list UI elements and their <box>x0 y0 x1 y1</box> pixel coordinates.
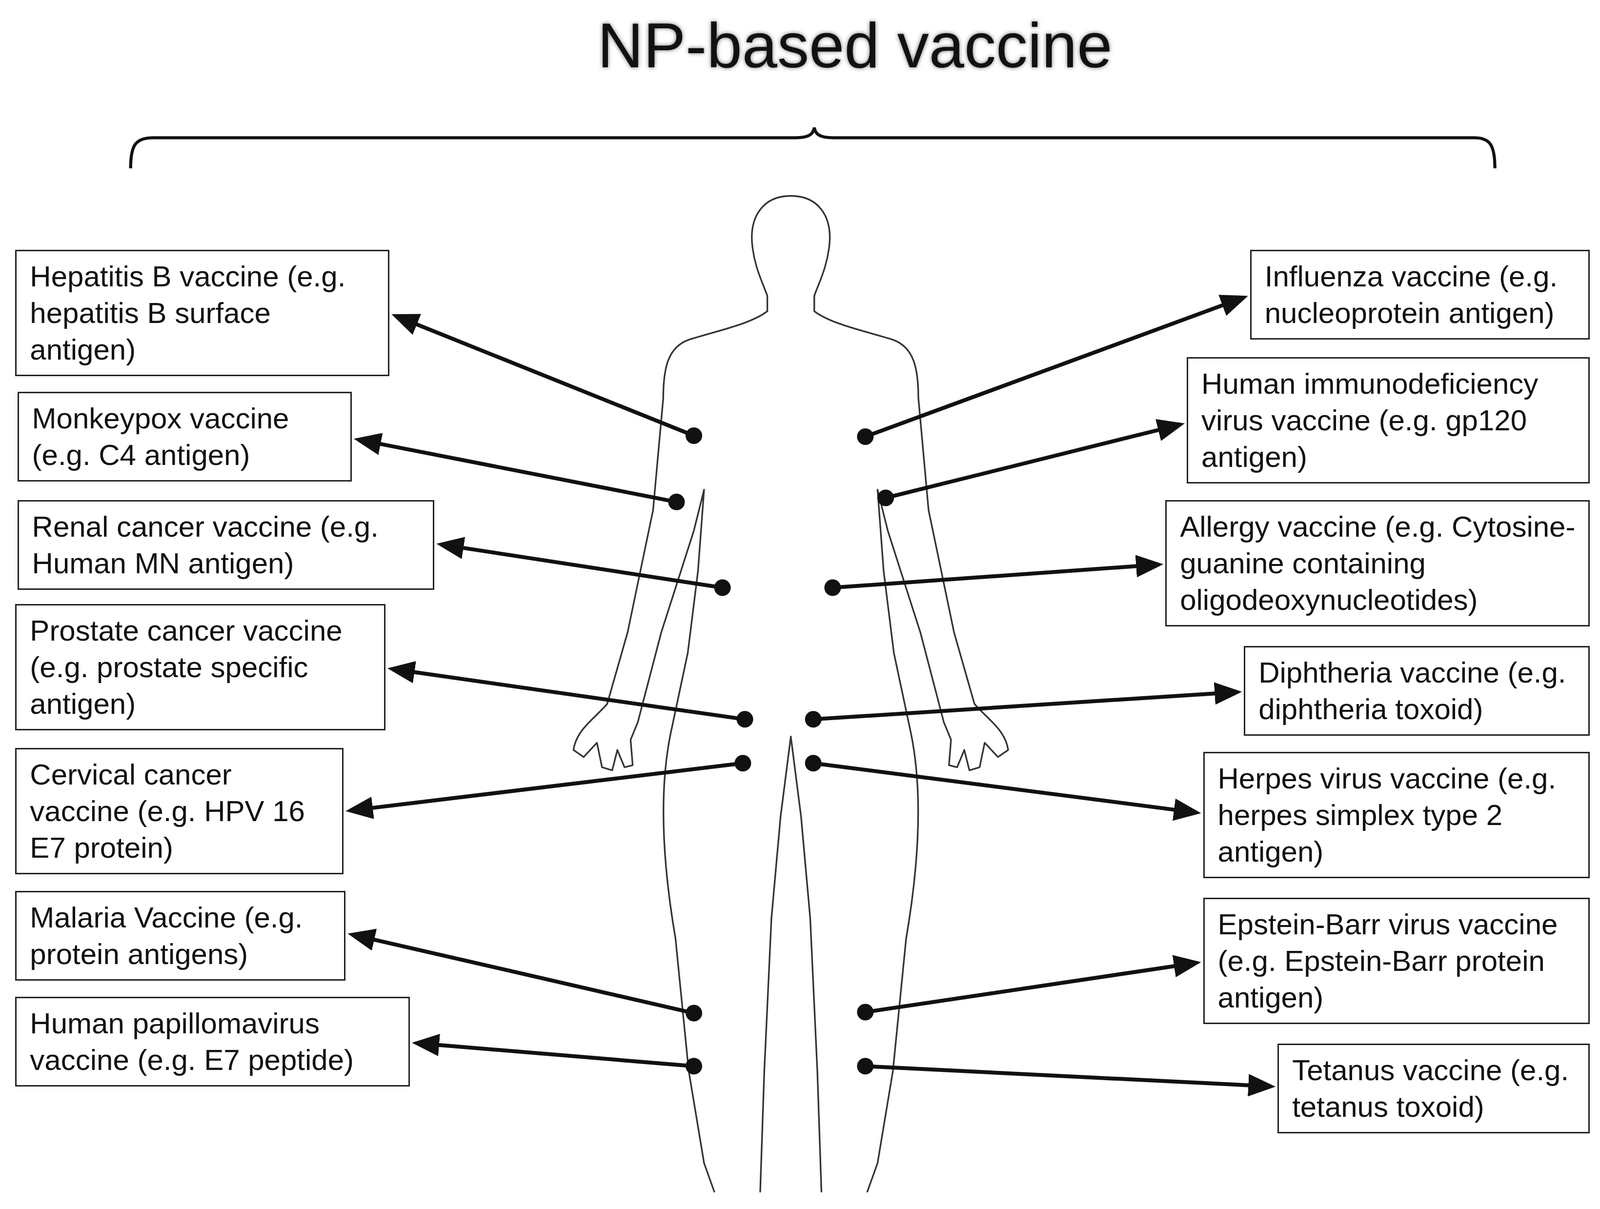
body-dot <box>734 754 751 772</box>
leader-arrow <box>402 670 746 720</box>
box-text: Epstein-Barr virus vaccine (e.g. Epstein… <box>1217 906 1583 1016</box>
leader-arrow <box>426 1044 694 1067</box>
vaccine-box: Hepatitis B vaccine (e.g. hepatitis B su… <box>15 249 390 377</box>
vaccine-box: Renal cancer vaccine (e.g. Human MN anti… <box>17 500 435 590</box>
box-text: Hepatitis B vaccine (e.g. hepatitis B su… <box>29 258 383 368</box>
body-dot <box>685 1057 703 1075</box>
body-dot <box>668 493 685 511</box>
box-text: Diphtheria vaccine (e.g. diphtheria toxo… <box>1258 654 1582 728</box>
vaccine-box: Herpes virus vaccine (e.g. herpes simple… <box>1203 751 1590 879</box>
leader-arrow <box>362 936 694 1013</box>
box-text: Human papillomavirus vaccine (e.g. E7 pe… <box>29 1005 403 1079</box>
leader-arrow <box>865 301 1235 437</box>
body-outline-right <box>790 196 1009 1193</box>
box-text: Renal cancer vaccine (e.g. Human MN anti… <box>32 508 428 582</box>
vaccine-box: Cervical cancer vaccine (e.g. HPV 16 E7 … <box>15 748 344 875</box>
body-dot <box>805 710 822 728</box>
box-text: Malaria Vaccine (e.g. protein antigens) <box>29 899 339 973</box>
box-text: Human immunodeficiency virus vaccine (e.… <box>1201 365 1583 476</box>
body-dot <box>714 579 731 597</box>
leader-arrow <box>405 319 694 436</box>
vaccine-box: Diphtheria vaccine (e.g. diphtheria toxo… <box>1243 646 1590 736</box>
arrow-layer <box>360 301 1261 1087</box>
body-dot <box>856 1003 874 1021</box>
body-dot <box>736 710 754 728</box>
leader-arrow <box>813 692 1228 720</box>
bracket <box>130 127 1496 169</box>
vaccine-box: Allergy vaccine (e.g. Cytosine-guanine c… <box>1165 500 1590 627</box>
leader-arrow <box>865 964 1187 1013</box>
body-dot <box>824 579 841 597</box>
box-text: Allergy vaccine (e.g. Cytosine-guanine c… <box>1179 508 1582 619</box>
body-outline-left <box>573 196 791 1193</box>
body-dot <box>856 1057 874 1075</box>
box-text: Monkeypox vaccine (e.g. C4 antigen) <box>32 400 345 474</box>
vaccine-box: Tetanus vaccine (e.g. tetanus toxoid) <box>1277 1043 1590 1134</box>
body-dot <box>877 489 894 507</box>
leader-arrow <box>450 546 723 588</box>
box-text: Herpes virus vaccine (e.g. herpes simple… <box>1217 760 1583 871</box>
leader-arrow <box>885 426 1171 498</box>
leader-arrow <box>813 763 1187 812</box>
body-dot <box>805 754 822 772</box>
vaccine-box: Influenza vaccine (e.g. nucleoprotein an… <box>1250 249 1590 340</box>
box-text: Prostate cancer vaccine (e.g. prostate s… <box>29 612 379 723</box>
body-dot <box>856 428 874 446</box>
body-dot <box>685 427 703 445</box>
leader-arrow <box>367 441 677 503</box>
leader-arrow <box>865 1066 1261 1086</box>
vaccine-box: Human immunodeficiency virus vaccine (e.… <box>1186 357 1590 484</box>
vaccine-box: Human papillomavirus vaccine (e.g. E7 pe… <box>15 996 410 1087</box>
box-text: Influenza vaccine (e.g. nucleoprotein an… <box>1264 258 1583 332</box>
vaccine-box: Malaria Vaccine (e.g. protein antigens) <box>15 891 346 981</box>
leader-arrow <box>360 763 743 810</box>
title: NP-based vaccine <box>366 8 1343 82</box>
vaccine-box: Prostate cancer vaccine (e.g. prostate s… <box>15 604 386 731</box>
vaccine-box: Epstein-Barr virus vaccine (e.g. Epstein… <box>1203 897 1590 1025</box>
vaccine-box: Monkeypox vaccine (e.g. C4 antigen) <box>17 391 352 482</box>
leader-arrow <box>832 565 1149 588</box>
box-text: Tetanus vaccine (e.g. tetanus toxoid) <box>1292 1052 1582 1126</box>
box-text: Cervical cancer vaccine (e.g. HPV 16 E7 … <box>29 756 337 867</box>
body-dot <box>685 1005 703 1022</box>
